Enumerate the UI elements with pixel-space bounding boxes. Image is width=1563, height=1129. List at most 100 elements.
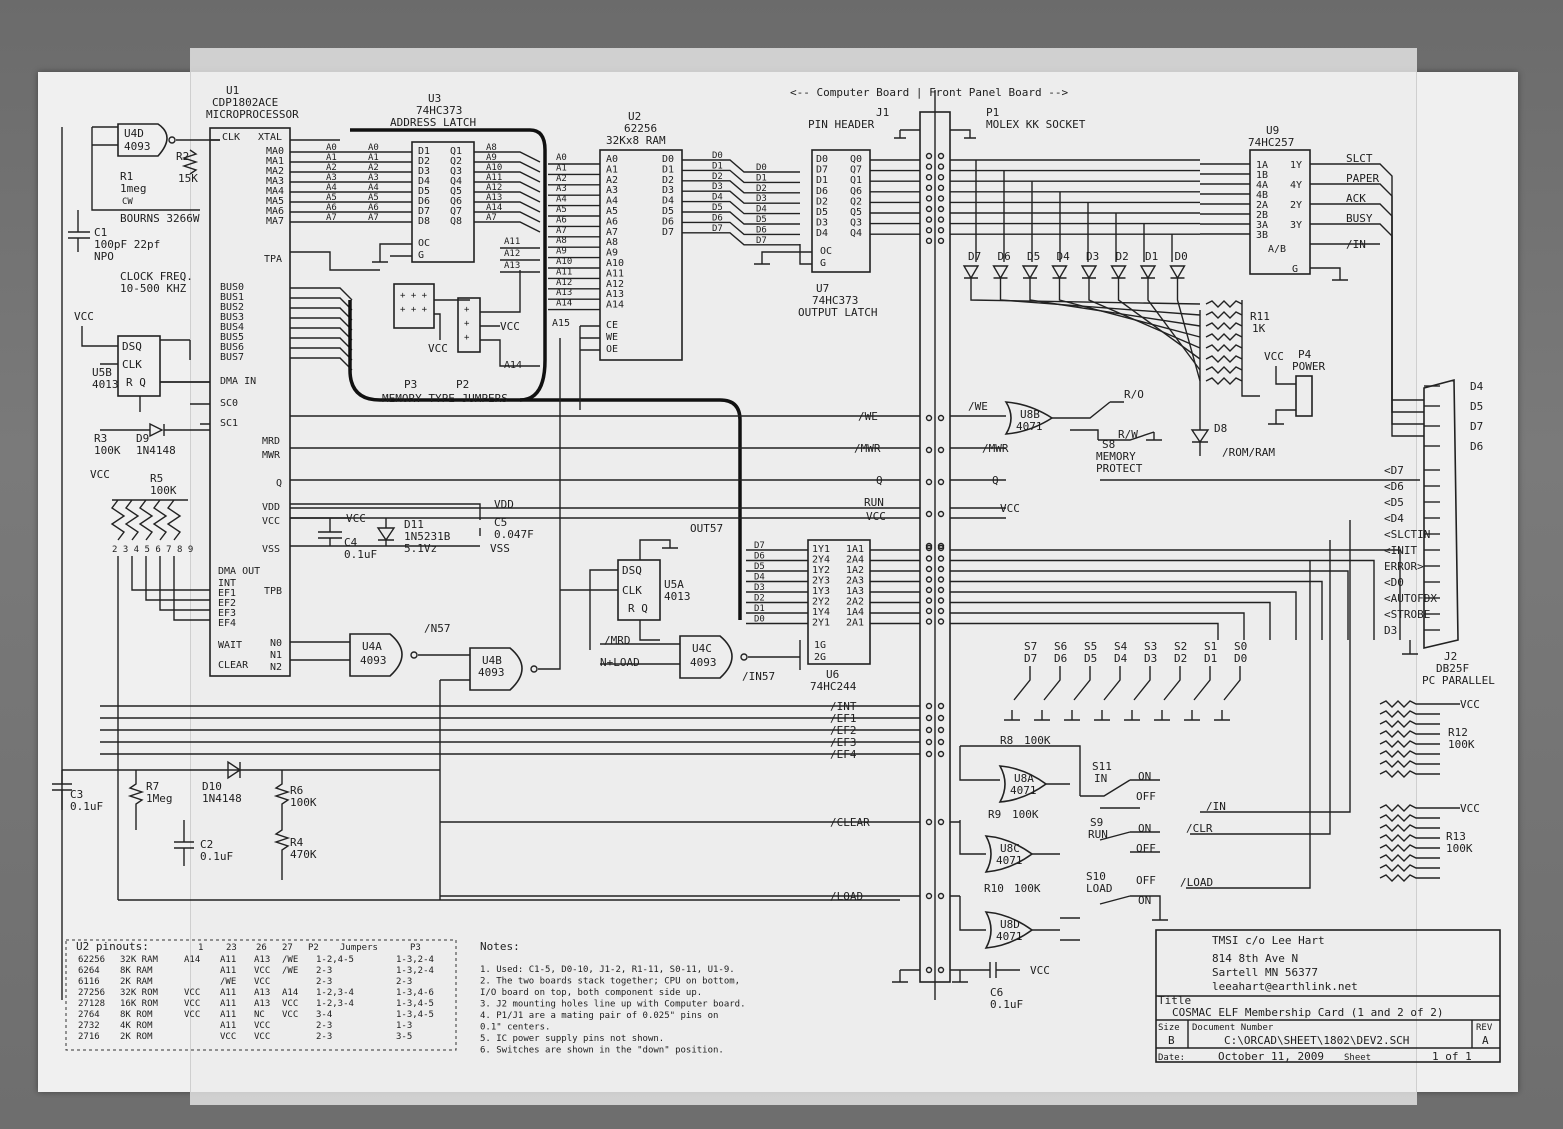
p1-ref: P1 xyxy=(986,106,999,119)
led-symbol xyxy=(1139,265,1201,371)
header-pin xyxy=(937,205,945,213)
u1-ef4: EF4 xyxy=(218,618,236,629)
u6-y-pin: 1Y3 xyxy=(812,586,830,597)
u7-d-pin: D0 xyxy=(816,154,828,165)
pinout-cell: 3-4 xyxy=(316,1010,332,1020)
u1-ma-pin: MA2 xyxy=(266,166,284,177)
u3-out-wire xyxy=(474,201,541,213)
header-pin xyxy=(925,702,933,710)
u6-fp-wire xyxy=(950,559,1375,640)
s8-ref: S8 xyxy=(1102,438,1115,451)
tb-size: B xyxy=(1168,1034,1175,1047)
header-pin xyxy=(925,216,933,223)
svg-text:R Q: R Q xyxy=(628,602,648,615)
u3-in-addr-label: A0 xyxy=(368,143,379,153)
note-line: 5. IC power supply pins not shown. xyxy=(480,1034,664,1044)
pinout-cell: 32K ROM xyxy=(120,988,159,998)
switch-symbol xyxy=(1154,666,1181,721)
svg-text:1G: 1G xyxy=(814,640,826,651)
title-block: TMSI c/o Lee Hart 814 8th Ave N Sartell … xyxy=(1155,929,1501,1063)
u3-out-wire xyxy=(474,191,541,203)
switch-label: S0 xyxy=(1234,640,1247,653)
p3-label: P3 xyxy=(404,378,417,391)
pinout-cell: 27256 xyxy=(78,988,105,998)
u3-in-addr-label: A5 xyxy=(368,193,379,203)
u2-ref: U2 xyxy=(628,110,641,123)
header-pin xyxy=(937,152,945,160)
u1-part: CDP1802ACE xyxy=(212,96,278,109)
we-label-r: /WE xyxy=(968,400,988,413)
header-pin xyxy=(937,702,945,710)
u7-d-pin: D7 xyxy=(816,165,828,176)
svg-text:DSQ: DSQ xyxy=(622,564,642,577)
u2-part: 62256 xyxy=(624,122,657,135)
u9-part: 74HC257 xyxy=(1248,136,1294,149)
u8d-ref: U8D xyxy=(1000,918,1020,931)
r5-ref: R5 xyxy=(150,472,163,485)
pinout-col-head: 27 xyxy=(282,943,293,953)
u8c-ref: U8C xyxy=(1000,842,1020,855)
ma-addr-label: A3 xyxy=(326,173,337,183)
c1-ref: C1 xyxy=(94,226,107,239)
j1-p1-header: J1 PIN HEADER P1 MOLEX KK SOCKET xyxy=(808,90,1086,1000)
note-line: 4. P1/J1 are a mating pair of 0.025" pin… xyxy=(480,1011,718,1021)
u9-in-pin: 3A xyxy=(1256,220,1268,231)
header-pin xyxy=(925,478,933,486)
addr-wire-label: A6 xyxy=(556,215,567,225)
c5-ref: C5 xyxy=(494,516,507,529)
s9-ref: S9 xyxy=(1090,816,1103,829)
d9-part: 1N4148 xyxy=(136,444,176,457)
pinout-col-head: 26 xyxy=(256,943,267,953)
ram-data-label: D1 xyxy=(712,161,723,171)
u3-out-wire xyxy=(474,151,541,163)
c4-ref: C4 xyxy=(344,536,358,549)
u9-in-pin: 4A xyxy=(1256,180,1268,191)
u3-out-addr-label: A10 xyxy=(486,163,502,173)
ef3-label: /EF3 xyxy=(830,736,857,749)
ram-data-wire xyxy=(682,221,800,236)
pinout-cell: A11 xyxy=(220,999,236,1009)
u1-ma-pin: MA0 xyxy=(266,146,284,157)
r11-val: 1K xyxy=(1252,322,1266,335)
u2-data-pin: D5 xyxy=(662,206,674,217)
svg-text:+: + xyxy=(464,305,470,315)
u2-addr-pin: A2 xyxy=(606,175,618,186)
u1-q: Q xyxy=(276,478,282,489)
u1-xtal: XTAL xyxy=(258,132,282,143)
header-pin xyxy=(925,184,933,192)
u2-addr-pin: A12 xyxy=(606,279,624,290)
s8-desc: MEMORY xyxy=(1096,450,1136,463)
r12-element xyxy=(1379,750,1440,758)
svg-text:G: G xyxy=(820,258,826,269)
pinout-cell: 3-5 xyxy=(396,1032,412,1042)
u3-address-latch: U3 74HC373 ADDRESS LATCH D1D2D3D4D5D6D7D… xyxy=(390,92,476,263)
u7-q-pin: Q7 xyxy=(850,165,862,176)
header-pin xyxy=(937,597,945,604)
svg-text:+ + +: + + + xyxy=(400,305,428,315)
svg-text:+ + +: + + + xyxy=(400,291,428,301)
switch-label: S7 xyxy=(1024,640,1037,653)
r11-element xyxy=(1205,344,1243,352)
u5b-flipflop: DSQ CLK R Q U5B 4013 xyxy=(92,335,161,397)
vcc-label-hdr: VCC xyxy=(866,510,886,523)
vss-label: VSS xyxy=(490,542,510,555)
s11-ref: S11 xyxy=(1092,760,1112,773)
addr-wire-label: A9 xyxy=(556,247,567,257)
r11-ref: R11 xyxy=(1250,310,1270,323)
pinout-cell: A11 xyxy=(220,988,236,998)
u1-clk: CLK xyxy=(222,132,240,143)
switch-label: S4 xyxy=(1114,640,1128,653)
pinout-cell: 32K RAM xyxy=(120,955,159,965)
u8b-part: 4071 xyxy=(1016,420,1043,433)
u7-d-pin: D2 xyxy=(816,196,828,207)
u4a-ref: U4A xyxy=(362,640,382,653)
pinout-cell: 16K ROM xyxy=(120,999,159,1009)
r11-element xyxy=(1205,366,1243,374)
u3-in-addr-label: A3 xyxy=(368,173,379,183)
u6-a-pin: 1A1 xyxy=(846,544,864,555)
pinout-cell: A11 xyxy=(220,955,236,965)
pinout-cell: 1-2,4-5 xyxy=(316,955,354,965)
u3-out-addr-label: A14 xyxy=(486,203,502,213)
switch-bit-label: D4 xyxy=(1114,652,1128,665)
u8c-part: 4071 xyxy=(996,854,1023,867)
